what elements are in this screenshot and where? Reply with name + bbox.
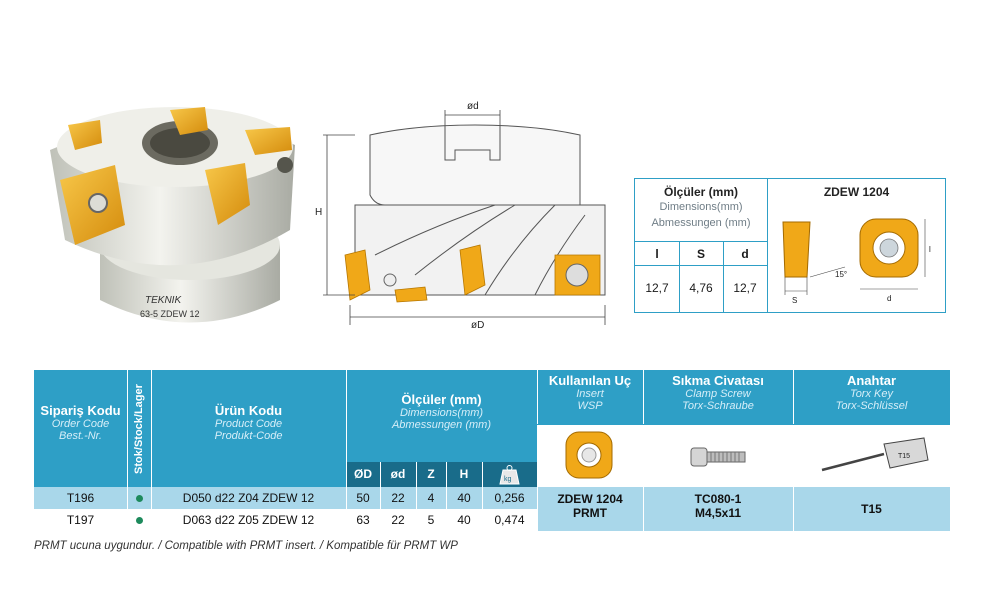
- dim-header-l: l: [655, 247, 659, 261]
- insert-value-1: ZDEW 1204: [557, 492, 623, 506]
- cell-Z: 4: [427, 491, 435, 505]
- d-label: d: [887, 294, 891, 303]
- insert-diagram: 15° S l d: [782, 218, 931, 305]
- col-key-de: Torx-Schlüssel: [835, 400, 908, 412]
- cell-product: D063 d22 Z05 ZDEW 12: [182, 513, 315, 527]
- cell-D: 63: [356, 513, 370, 527]
- col-key: Anahtar: [846, 373, 897, 388]
- product-table: Sipariş Kodu Order Code Best.-Nr. Stok/S…: [34, 370, 950, 532]
- cell-weight: 0,256: [494, 491, 525, 505]
- key-handle-label: T15: [898, 453, 910, 460]
- col-dimensions-de: Abmessungen (mm): [391, 419, 492, 431]
- stock-dot: [136, 495, 143, 502]
- technical-drawing: ød H øD: [315, 101, 606, 330]
- col-dimensions-en: Dimensions(mm): [399, 407, 484, 419]
- model-engraving: 63-5 ZDEW 12: [140, 309, 200, 319]
- col-product-code-de: Produkt-Code: [214, 430, 283, 442]
- col-screw: Sıkma Civatası: [672, 373, 764, 388]
- dim-col-H: H: [459, 467, 469, 481]
- dim-title-en: Dimensions(mm): [659, 201, 743, 213]
- col-dimensions: Ölçüler (mm): [401, 392, 482, 407]
- drawing-label-D: øD: [471, 320, 484, 330]
- drawing-label-d: ød: [467, 101, 479, 112]
- torx-key-image: T15: [821, 437, 929, 472]
- dim-header-d: d: [741, 247, 749, 261]
- insert-image: [565, 431, 613, 479]
- drawing-label-h: H: [315, 207, 322, 218]
- weight-icon: kg: [482, 462, 537, 487]
- insert-dimensions-box: Ölçüler (mm) Dimensions(mm) Abmessungen …: [634, 178, 946, 313]
- col-product-code-en: Product Code: [214, 418, 283, 430]
- insert-name: ZDEW 1204: [823, 185, 890, 199]
- col-insert-en: Insert: [576, 388, 604, 400]
- col-order-code: Sipariş Kodu: [40, 403, 121, 418]
- cell-H: 40: [457, 513, 471, 527]
- dim-col-D: ØD: [354, 467, 372, 481]
- svg-text:kg: kg: [504, 476, 512, 483]
- cell-d: 22: [391, 513, 405, 527]
- col-product-code: Ürün Kodu: [214, 403, 283, 418]
- cell-D: 50: [356, 491, 370, 505]
- col-screw-en: Clamp Screw: [685, 388, 751, 400]
- col-screw-de: Torx-Schraube: [682, 400, 754, 412]
- table-row: [34, 509, 537, 531]
- stock-dot: [136, 517, 143, 524]
- dim-header-s: S: [696, 247, 705, 261]
- brand-mark: TEKNIK: [145, 295, 182, 306]
- dim-col-Z: Z: [427, 467, 435, 481]
- dim-value-d: 12,7: [733, 281, 757, 295]
- col-insert-de: WSP: [577, 400, 603, 412]
- dim-col-d: ød: [390, 467, 406, 481]
- angle-label: 15°: [835, 270, 847, 279]
- table-row: [34, 487, 537, 509]
- col-order-code-en: Order Code: [51, 418, 110, 430]
- dim-value-s: 4,76: [689, 281, 713, 295]
- cell-d: 22: [391, 491, 405, 505]
- dim-title: Ölçüler (mm): [663, 185, 738, 199]
- screw-value-1: TC080-1: [694, 492, 742, 506]
- cell-order: T197: [66, 513, 95, 527]
- col-order-code-de: Best.-Nr.: [59, 430, 102, 442]
- cell-Z: 5: [427, 513, 435, 527]
- l-label: l: [929, 245, 931, 254]
- insert-value-2: PRMT: [573, 506, 607, 520]
- footnote: PRMT ucuna uygundur. / Compatible with P…: [34, 540, 458, 552]
- col-key-en: Torx Key: [849, 388, 893, 400]
- col-insert: Kullanılan Uç: [548, 373, 632, 388]
- cell-H: 40: [457, 491, 471, 505]
- cell-product: D050 d22 Z04 ZDEW 12: [182, 491, 315, 505]
- product-photo: TEKNIK 63-5 ZDEW 12: [50, 107, 295, 323]
- col-stock: Stok/Stock/Lager: [133, 383, 145, 474]
- dim-title-de: Abmessungen (mm): [651, 217, 751, 229]
- screw-image: [690, 447, 746, 467]
- s-label: S: [792, 296, 797, 305]
- dim-value-l: 12,7: [645, 281, 669, 295]
- cell-order: T196: [66, 491, 95, 505]
- key-value: T15: [861, 502, 882, 516]
- screw-value-2: M4,5x11: [694, 506, 742, 520]
- cell-weight: 0,474: [494, 513, 525, 527]
